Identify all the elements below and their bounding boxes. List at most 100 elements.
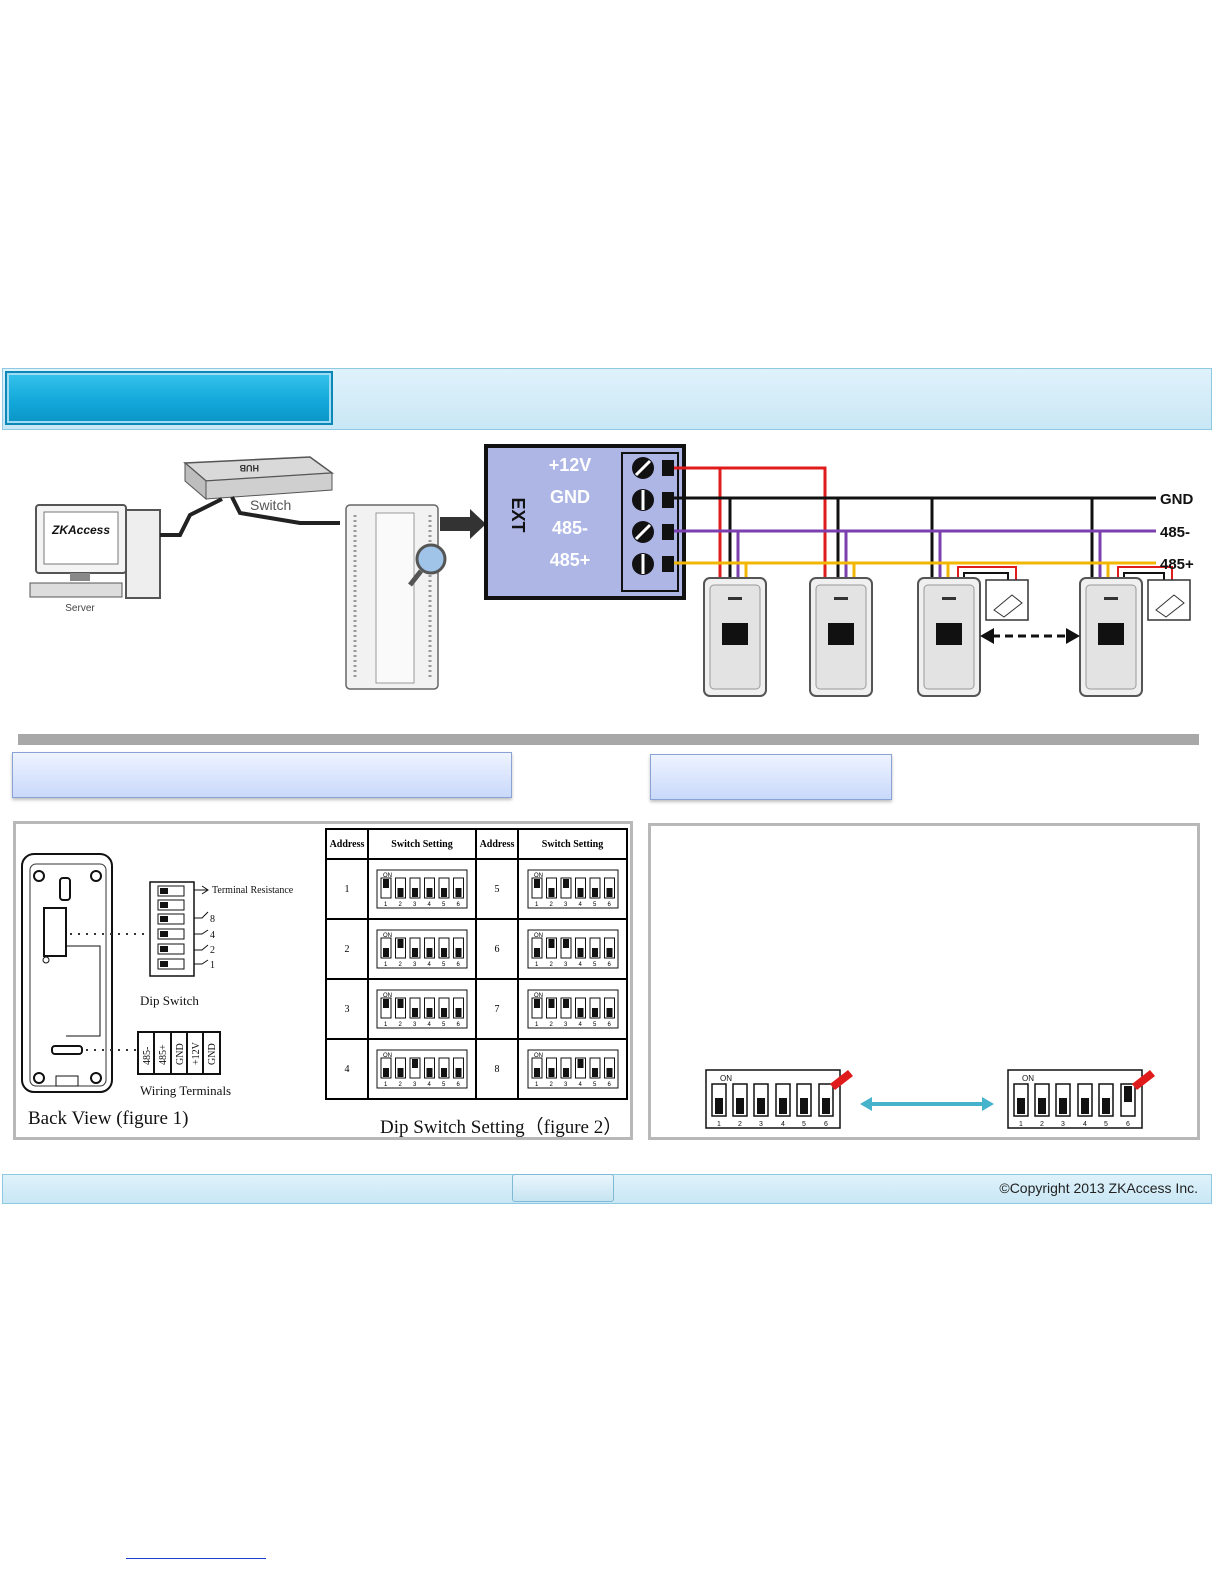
back-view-caption: Back View (figure 1) [28, 1108, 188, 1129]
dip-knob [533, 1068, 540, 1077]
dip-knob [412, 1008, 418, 1017]
switch-number: 3 [413, 1022, 417, 1028]
dip-knob [383, 948, 389, 957]
dip-knob [562, 939, 569, 948]
bus-label-485-plus: 485+ [1160, 556, 1194, 573]
terminal-12v: +12V [191, 1041, 202, 1065]
dip-table-caption: Dip Switch Setting（figure 2） [380, 1117, 623, 1138]
fingerprint-reader-icon [809, 577, 873, 697]
switch-number: 1 [384, 962, 388, 968]
terminal-resistance-demo: ON 1 2 3 4 5 6 ON [705, 1069, 1155, 1129]
terminator-icon [985, 579, 1029, 621]
switch-number: 2 [399, 1082, 403, 1088]
ext-terminal-block: EXT +12V GND 485- 485+ [484, 444, 686, 600]
switch-number: 5 [593, 1022, 597, 1028]
switch-number: 4 [578, 1022, 582, 1028]
dip-knob [397, 1068, 404, 1077]
hub-icon: HUB Switch [183, 456, 335, 513]
pin-label-485-minus: 485- [552, 518, 588, 538]
dip-knob [591, 1068, 598, 1077]
table-header: Switch Setting [367, 828, 477, 860]
dip-knob [441, 888, 447, 897]
dip-knob [577, 948, 583, 957]
switch-number: 5 [442, 962, 446, 968]
terminal-485-plus: 485+ [158, 1044, 169, 1065]
table-header: Address [475, 828, 519, 860]
switch-number: 1 [384, 1082, 388, 1088]
link-underline[interactable] [126, 1558, 266, 1559]
dip-knob [441, 1008, 447, 1017]
dip-knob [412, 888, 418, 897]
dip-knob [397, 939, 404, 948]
switch-number: 6 [607, 902, 611, 908]
dip-knob [383, 999, 389, 1008]
dip-knob [426, 948, 433, 957]
switch-number: 4 [428, 902, 432, 908]
fingerprint-reader-icon [703, 577, 767, 697]
switch-number: 2 [549, 1082, 553, 1088]
switch-number: 2 [738, 1121, 742, 1128]
switch-number: 4 [428, 1022, 432, 1028]
server-label: Server [65, 603, 95, 614]
dip-value-4: 4 [210, 930, 215, 941]
switch-number: 1 [1019, 1121, 1023, 1128]
dip-knob [426, 1068, 433, 1077]
on-label: ON [534, 873, 543, 879]
on-label: ON [383, 873, 392, 879]
dip-knob [591, 1008, 598, 1017]
red-arrow-icon [1132, 1070, 1155, 1090]
terminal-485-minus: 485- [142, 1047, 153, 1065]
switch-number: 5 [593, 902, 597, 908]
double-arrow-icon [980, 628, 1080, 644]
switch-number: 6 [1126, 1121, 1130, 1128]
address-cell: 6 [475, 918, 519, 980]
switch-number: 1 [384, 902, 388, 908]
title-tab [5, 371, 333, 425]
switch-number: 5 [442, 1082, 446, 1088]
dip-knob [383, 1068, 389, 1077]
dip-knob [548, 999, 554, 1008]
dip-knob [426, 888, 433, 897]
pin-label-485-plus: 485+ [550, 550, 591, 570]
address-cell: 2 [325, 918, 369, 980]
on-label: ON [534, 993, 543, 999]
dip-knob [606, 1008, 612, 1017]
switch-number: 4 [428, 1082, 432, 1088]
dip-knob [577, 1059, 583, 1068]
red-arrow-icon [830, 1070, 853, 1090]
wiring-terminals-label: Wiring Terminals [140, 1083, 231, 1098]
switch-number: 2 [549, 902, 553, 908]
fingerprint-reader-icon [1079, 577, 1143, 697]
dip-switch-label: Dip Switch [140, 993, 199, 1008]
dip-knob [533, 879, 540, 888]
dip-knob [577, 888, 583, 897]
dip-knob [455, 888, 462, 897]
dip-knob [533, 948, 540, 957]
switch-number: 5 [442, 902, 446, 908]
switch-number: 3 [413, 962, 417, 968]
switch-number: 1 [717, 1121, 721, 1128]
switch-number: 6 [607, 1082, 611, 1088]
footer-tab [512, 1174, 614, 1202]
switch-number: 3 [759, 1121, 763, 1128]
dip-knob [397, 999, 404, 1008]
hub-label: HUB [239, 463, 259, 473]
dip-knob [441, 948, 447, 957]
dip-switch-off-icon: ON 1 2 3 4 5 6 [705, 1069, 853, 1129]
switch-number: 2 [549, 1022, 553, 1028]
switch-number: 5 [802, 1121, 806, 1128]
dip-knob [441, 1068, 447, 1077]
switch-number: 3 [1061, 1121, 1065, 1128]
separator-bar [18, 734, 1199, 745]
dip-knob [606, 888, 612, 897]
